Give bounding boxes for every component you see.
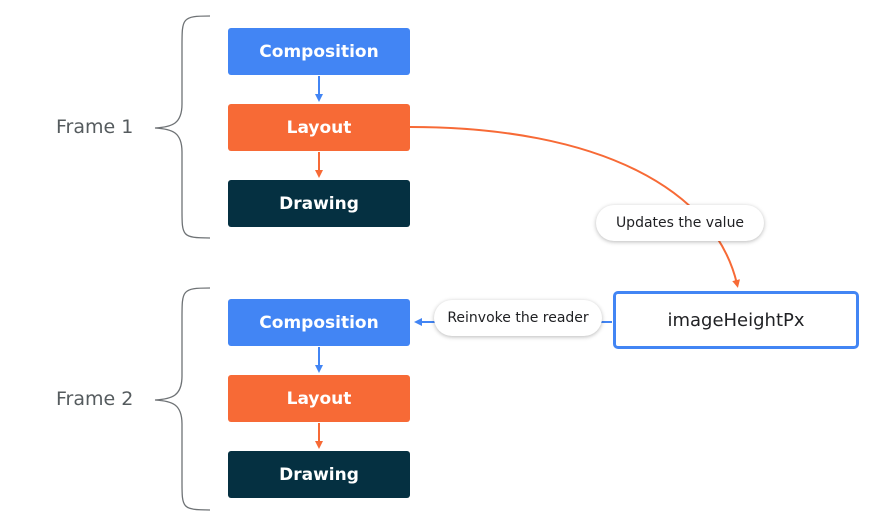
frame-2-label: Frame 2 — [56, 388, 134, 410]
frame-2-drawing-label: Drawing — [279, 464, 359, 485]
reinvoke-reader-label: Reinvoke the reader — [447, 310, 589, 326]
frame-1-layout-label: Layout — [286, 117, 352, 138]
frame-2-composition-label: Composition — [259, 312, 379, 333]
frame-2-drawing-box: Drawing — [228, 451, 410, 498]
image-height-state-label: imageHeightPx — [667, 309, 805, 331]
frame-2-brace — [154, 287, 211, 511]
frame-1-composition-box: Composition — [228, 28, 410, 75]
frame-1-drawing-label: Drawing — [279, 193, 359, 214]
update-arrow — [409, 126, 740, 288]
frame-2-layout-label: Layout — [286, 388, 352, 409]
frame-1-label: Frame 1 — [56, 116, 134, 138]
frame-1-layout-box: Layout — [228, 104, 410, 151]
frame-1-brace — [154, 15, 211, 239]
frame-2-layout-box: Layout — [228, 375, 410, 422]
frame-1-composition-label: Composition — [259, 41, 379, 62]
frame-1-drawing-box: Drawing — [228, 180, 410, 227]
image-height-state-box: imageHeightPx — [613, 291, 859, 349]
frame-2-composition-box: Composition — [228, 299, 410, 346]
update-value-pill: Updates the value — [596, 205, 764, 241]
reinvoke-reader-pill: Reinvoke the reader — [434, 300, 602, 336]
update-value-label: Updates the value — [615, 215, 745, 231]
